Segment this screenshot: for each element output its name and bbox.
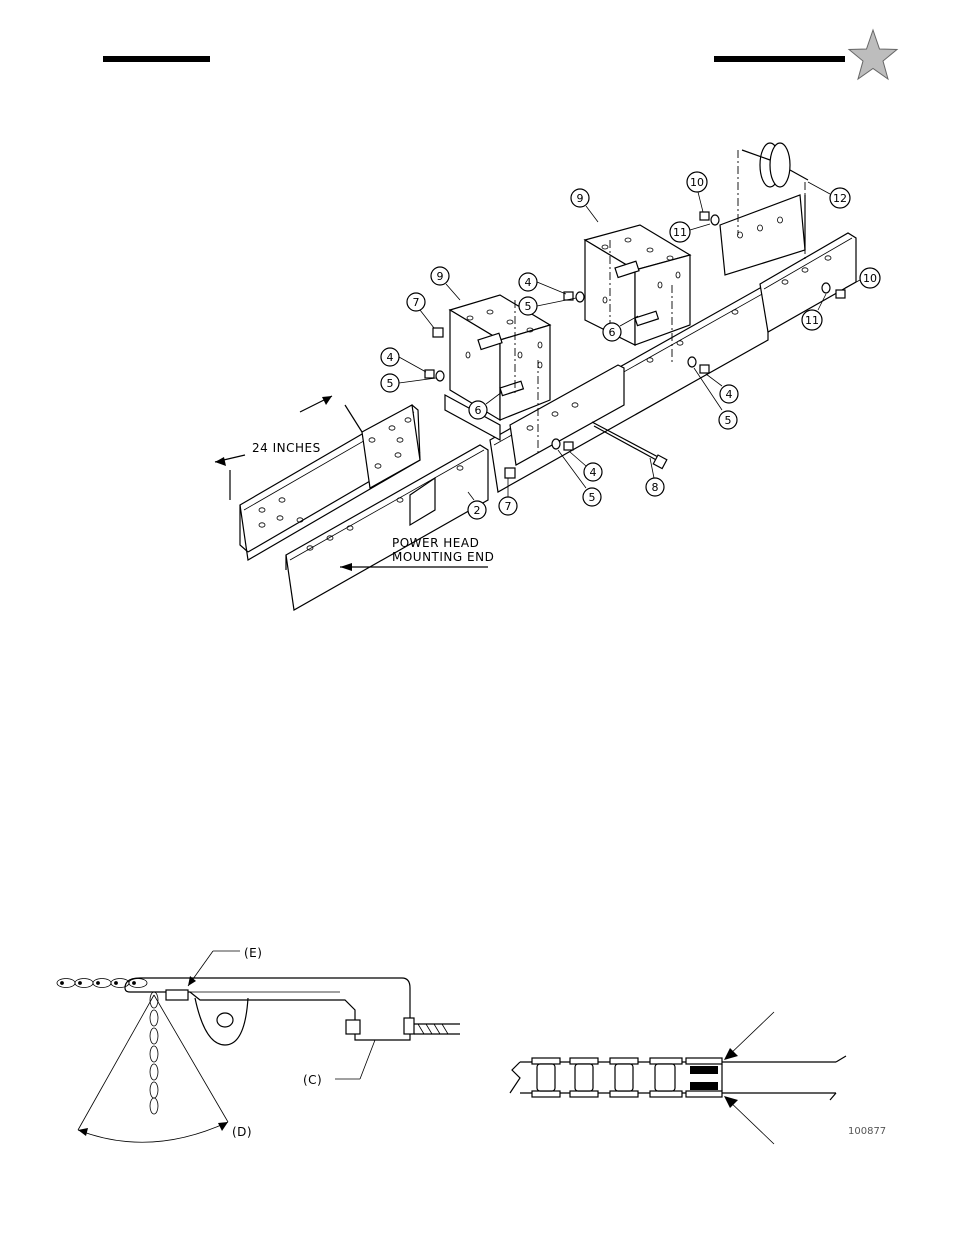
svg-text:10: 10 — [863, 272, 877, 285]
chain-rollers — [532, 1058, 722, 1097]
rail-assembly-diagram: 24 INCHES POWER HEAD MOUNTING END 2 4 4 … — [215, 143, 880, 610]
callout-10a: 10 — [687, 172, 707, 212]
svg-text:10: 10 — [690, 176, 704, 189]
svg-text:7: 7 — [505, 500, 512, 513]
svg-text:4: 4 — [590, 466, 597, 479]
header-bar-left — [103, 56, 210, 62]
svg-text:7: 7 — [413, 296, 420, 309]
mounting-label-line1: POWER HEAD — [392, 536, 479, 550]
callout-12: 12 — [808, 182, 850, 208]
header-bar-right — [714, 56, 845, 62]
star-icon — [849, 30, 897, 79]
pulley-end-bracket — [720, 143, 808, 275]
label-e: (E) — [244, 946, 262, 960]
svg-text:5: 5 — [525, 300, 532, 313]
svg-text:9: 9 — [437, 270, 444, 283]
callout-5b: 5 — [519, 297, 576, 315]
svg-text:8: 8 — [652, 481, 659, 494]
svg-text:12: 12 — [833, 192, 847, 205]
hanger-bracket-right — [585, 225, 690, 345]
svg-text:6: 6 — [609, 326, 616, 339]
svg-text:9: 9 — [577, 192, 584, 205]
chain-tension-diagram: (E) (C) (D) — [57, 946, 460, 1142]
svg-text:11: 11 — [673, 226, 687, 239]
svg-text:4: 4 — [387, 351, 394, 364]
dimension-label: 24 INCHES — [252, 441, 321, 455]
svg-text:2: 2 — [474, 504, 481, 517]
label-c: (C) — [303, 1073, 322, 1087]
svg-text:6: 6 — [475, 404, 482, 417]
svg-text:5: 5 — [725, 414, 732, 427]
callout-4d: 4 — [570, 452, 602, 481]
callout-4c: 4 — [706, 374, 738, 403]
callout-9b: 9 — [571, 189, 598, 222]
callout-9a: 9 — [431, 267, 460, 300]
figure-id: 100877 — [848, 1126, 886, 1137]
callout-11a: 11 — [670, 222, 710, 242]
callout-4a: 4 — [381, 348, 426, 372]
svg-text:5: 5 — [589, 491, 596, 504]
chain-horizontal — [57, 979, 147, 988]
master-link-diagram: 100877 — [510, 1012, 886, 1144]
svg-text:5: 5 — [387, 377, 394, 390]
svg-text:4: 4 — [525, 276, 532, 289]
callout-7a: 7 — [407, 293, 434, 328]
chain-sagging — [150, 992, 158, 1114]
svg-text:11: 11 — [805, 314, 819, 327]
mounting-label-line2: MOUNTING END — [392, 550, 494, 564]
label-d: (D) — [232, 1125, 252, 1139]
svg-text:4: 4 — [726, 388, 733, 401]
callout-4b: 4 — [519, 273, 566, 294]
